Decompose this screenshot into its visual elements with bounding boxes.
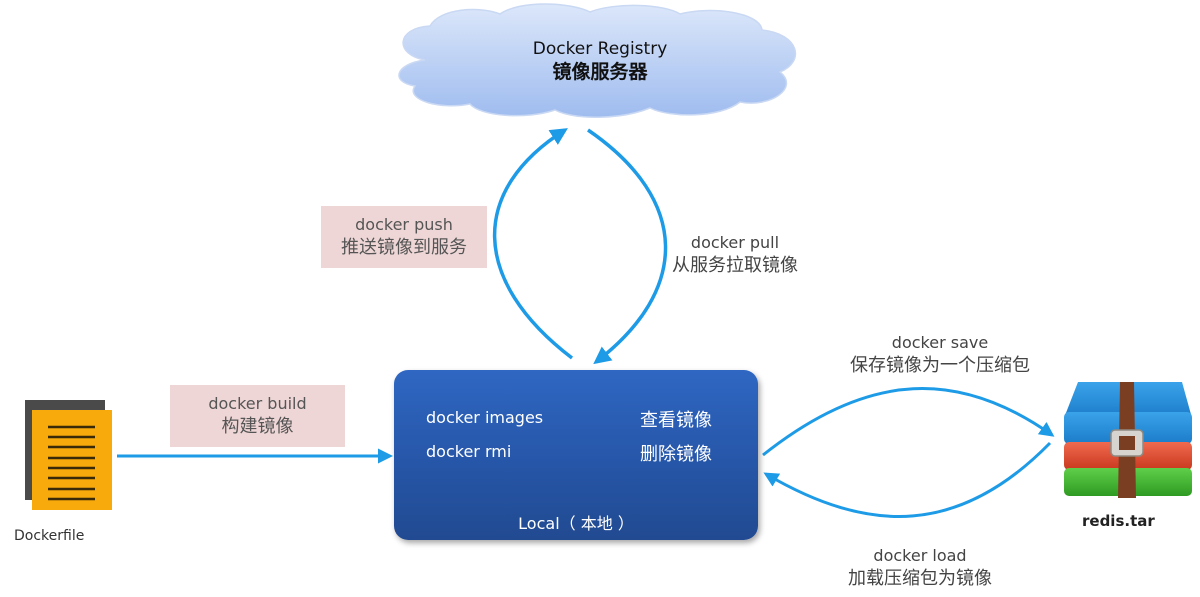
load-label: docker load 加载压缩包为镜像 <box>820 545 1020 591</box>
pull-label: docker pull 从服务拉取镜像 <box>650 232 820 278</box>
registry-subtitle: 镜像服务器 <box>552 61 648 83</box>
load-description: 加载压缩包为镜像 <box>848 568 992 589</box>
pull-arrow <box>587 128 668 365</box>
push-arrow <box>492 128 574 360</box>
push-command: docker push <box>355 215 453 234</box>
images-command: docker images <box>426 408 544 427</box>
local-footer: Local（ 本地 ） <box>518 514 634 533</box>
document-icon <box>25 400 112 510</box>
archive-caption: redis.tar <box>1082 512 1155 530</box>
dockerfile-caption: Dockerfile <box>14 528 85 544</box>
build-label: docker build 构建镜像 <box>170 385 345 447</box>
registry-label: Docker Registry 镜像服务器 <box>440 38 760 84</box>
push-description: 推送镜像到服务 <box>341 237 467 258</box>
archive-icon <box>1064 382 1192 498</box>
pull-description: 从服务拉取镜像 <box>672 255 798 276</box>
cloud-icon <box>398 3 797 118</box>
load-command: docker load <box>873 546 967 565</box>
rmi-description: 删除镜像 <box>640 444 712 465</box>
build-command: docker build <box>208 394 307 413</box>
save-description: 保存镜像为一个压缩包 <box>850 355 1030 376</box>
images-description: 查看镜像 <box>640 410 712 431</box>
load-arrow <box>763 441 1052 518</box>
build-description: 构建镜像 <box>221 416 294 437</box>
rmi-command: docker rmi <box>426 442 512 461</box>
push-label: docker push 推送镜像到服务 <box>321 206 487 268</box>
save-arrow <box>762 387 1055 457</box>
registry-title: Docker Registry <box>532 39 668 59</box>
save-label: docker save 保存镜像为一个压缩包 <box>820 332 1060 378</box>
pull-command: docker pull <box>690 233 780 252</box>
save-command: docker save <box>891 333 989 352</box>
local-box: docker images 查看镜像 docker rmi 删除镜像 Local… <box>394 370 758 540</box>
